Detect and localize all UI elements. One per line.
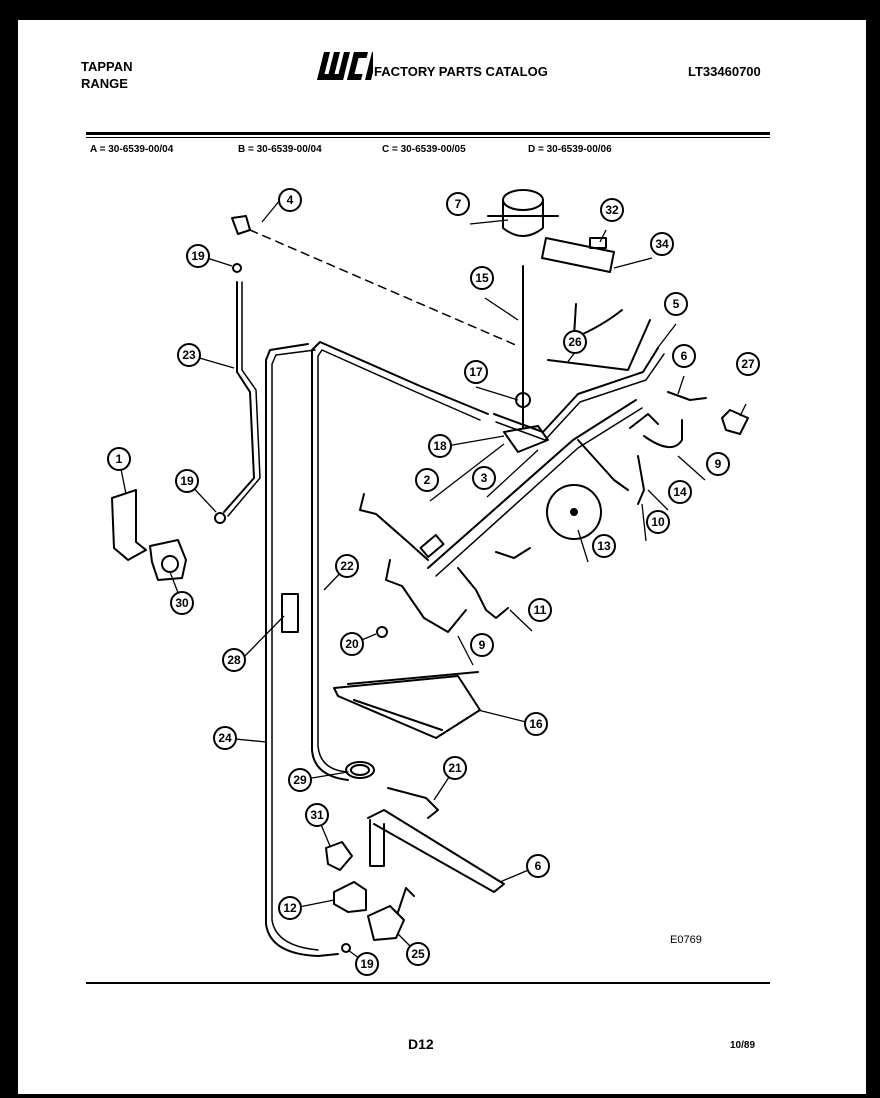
callout-15-label: 15 <box>475 271 489 285</box>
callout-10: 10 <box>646 510 670 534</box>
callout-34-label: 34 <box>655 237 669 251</box>
drawing-reference: E0769 <box>670 934 702 946</box>
callout-18-label: 18 <box>433 439 447 453</box>
callout-6-lower-label: 6 <box>535 859 542 873</box>
callout-20-label: 20 <box>345 637 359 651</box>
callout-13-label: 13 <box>597 539 611 553</box>
callout-17-label: 17 <box>469 365 483 379</box>
callout-5: 5 <box>664 292 688 316</box>
wci-logo <box>317 52 373 80</box>
callout-14-label: 14 <box>673 485 687 499</box>
product-name: RANGE <box>81 76 128 91</box>
parts-catalog-page: TAPPAN RANGE FACTORY PARTS CATALOG LT334… <box>18 20 866 1094</box>
callout-19-bottom: 19 <box>355 952 379 976</box>
callout-16-label: 16 <box>529 717 543 731</box>
callout-28: 28 <box>222 648 246 672</box>
callout-32-label: 32 <box>605 203 619 217</box>
callout-17: 17 <box>464 360 488 384</box>
callout-22-label: 22 <box>340 559 354 573</box>
callout-34: 34 <box>650 232 674 256</box>
footer-rule <box>86 982 770 984</box>
exploded-parts-diagram: 1 2 3 4 5 6 7 6 9 9 10 11 12 13 14 15 16… <box>107 188 760 976</box>
callout-12-label: 12 <box>283 901 297 915</box>
catalog-title: FACTORY PARTS CATALOG <box>374 64 548 79</box>
callout-7-label: 7 <box>455 197 462 211</box>
callout-19-middle: 19 <box>175 469 199 493</box>
callout-29: 29 <box>288 768 312 792</box>
callout-19-bottom-label: 19 <box>360 957 374 971</box>
callout-1-label: 1 <box>116 452 123 466</box>
callout-27-label: 27 <box>741 357 755 371</box>
callout-13: 13 <box>592 534 616 558</box>
callout-4: 4 <box>278 188 302 212</box>
callout-15: 15 <box>470 266 494 290</box>
callout-2-label: 2 <box>424 473 431 487</box>
variant-code-a: A = 30-6539-00/04 <box>90 144 174 155</box>
callout-14: 14 <box>668 480 692 504</box>
callout-11: 11 <box>528 598 552 622</box>
callout-6-upper-label: 6 <box>681 349 688 363</box>
callout-25-label: 25 <box>411 947 425 961</box>
revision-date: 10/89 <box>730 1040 756 1051</box>
callout-12: 12 <box>278 896 302 920</box>
callout-21: 21 <box>443 756 467 780</box>
callout-19-top-label: 19 <box>191 249 205 263</box>
callout-5-label: 5 <box>673 297 680 311</box>
callout-26: 26 <box>563 330 587 354</box>
callout-20: 20 <box>340 632 364 656</box>
callout-18: 18 <box>428 434 452 458</box>
callout-2: 2 <box>415 468 439 492</box>
callout-30: 30 <box>170 591 194 615</box>
callout-26-label: 26 <box>568 335 582 349</box>
callout-25: 25 <box>406 942 430 966</box>
callout-29-label: 29 <box>293 773 307 787</box>
callout-3-label: 3 <box>481 471 488 485</box>
callout-9-upper-label: 9 <box>715 457 722 471</box>
callout-7: 7 <box>446 192 470 216</box>
callout-31: 31 <box>305 803 329 827</box>
header-rule-thin <box>86 137 770 138</box>
callout-19-middle-label: 19 <box>180 474 194 488</box>
variant-code-c: C = 30-6539-00/05 <box>382 144 466 155</box>
callout-24-label: 24 <box>218 731 232 745</box>
callout-9-upper: 9 <box>706 452 730 476</box>
brand-name: TAPPAN <box>81 59 133 74</box>
callout-23: 23 <box>177 343 201 367</box>
callout-6-upper: 6 <box>672 344 696 368</box>
header-rule-thick <box>86 132 770 135</box>
model-number: LT33460700 <box>688 64 761 79</box>
page-number: D12 <box>408 1036 434 1052</box>
callout-1: 1 <box>107 447 131 471</box>
callout-30-label: 30 <box>175 596 189 610</box>
callout-22: 22 <box>335 554 359 578</box>
callout-28-label: 28 <box>227 653 241 667</box>
callout-10-label: 10 <box>651 515 665 529</box>
callout-24: 24 <box>213 726 237 750</box>
callout-9-lower-label: 9 <box>479 638 486 652</box>
callout-3: 3 <box>472 466 496 490</box>
callout-16: 16 <box>524 712 548 736</box>
callout-21-label: 21 <box>448 761 462 775</box>
callout-6-lower: 6 <box>526 854 550 878</box>
variant-code-b: B = 30-6539-00/04 <box>238 144 322 155</box>
callout-11-label: 11 <box>534 603 547 617</box>
callout-9-lower: 9 <box>470 633 494 657</box>
callout-4-label: 4 <box>287 193 294 207</box>
callout-23-label: 23 <box>182 348 196 362</box>
callout-32: 32 <box>600 198 624 222</box>
callout-27: 27 <box>736 352 760 376</box>
variant-code-d: D = 30-6539-00/06 <box>528 144 612 155</box>
callout-19-top: 19 <box>186 244 210 268</box>
callout-31-label: 31 <box>310 808 324 822</box>
